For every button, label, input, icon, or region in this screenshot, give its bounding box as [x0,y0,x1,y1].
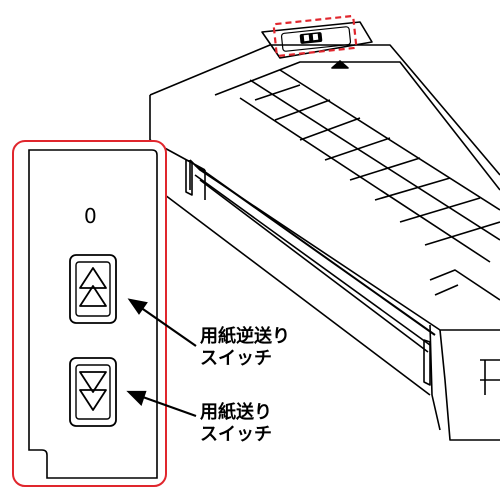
top-control-panel [280,26,352,52]
power-indicator-label: 0 [84,204,97,228]
forward-feed-label: 用紙送り スイッチ [200,402,272,446]
reverse-feed-label: 用紙逆送り スイッチ [200,326,290,370]
reverse-feed-switch[interactable] [69,254,117,324]
forward-feed-label-line1: 用紙送り [200,402,272,423]
callout-arrows [126,298,197,418]
double-down-arrow-icon [79,371,107,411]
reverse-feed-label-line1: 用紙逆送り [200,326,290,347]
reverse-feed-label-line2: スイッチ [200,348,272,369]
forward-feed-switch[interactable] [69,357,117,427]
double-up-arrow-icon [79,267,107,307]
forward-feed-label-line2: スイッチ [200,424,272,445]
printer-illustration [149,21,500,441]
top-panel-highlight [272,15,358,57]
